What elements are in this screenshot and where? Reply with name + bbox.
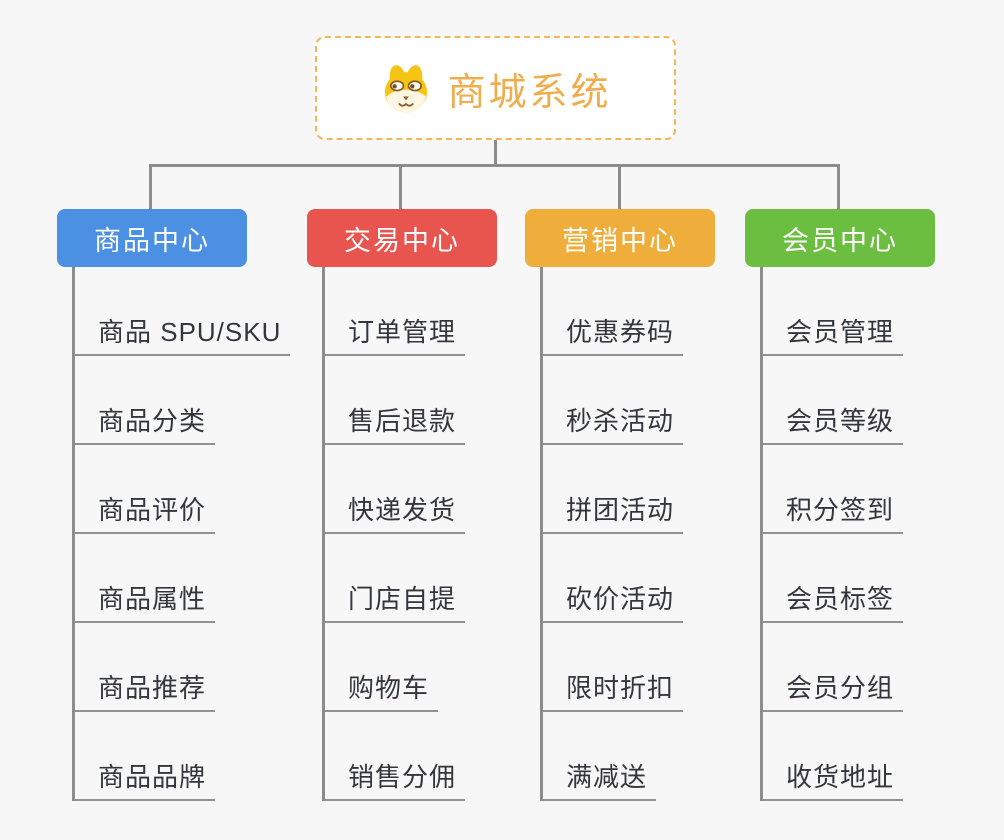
leaf-node-product-recommend[interactable]: 商品推荐 xyxy=(72,673,216,712)
branch-node-product-center[interactable]: 商品中心 xyxy=(57,209,247,267)
connector-drop-branch-2 xyxy=(399,164,402,209)
leaf-node-coupon-code[interactable]: 优惠券码 xyxy=(540,317,684,356)
branch-marketing-center: 营销中心 优惠券码 秒杀活动 拼团活动 砍价活动 限时折扣 满减送 xyxy=(525,209,715,801)
branch-label: 商品中心 xyxy=(94,225,210,256)
branch-label: 交易中心 xyxy=(344,225,460,256)
connector-root-vertical xyxy=(494,138,497,166)
leaf-node-flash-sale[interactable]: 秒杀活动 xyxy=(540,406,684,445)
branch-children: 优惠券码 秒杀活动 拼团活动 砍价活动 限时折扣 满减送 xyxy=(525,267,715,801)
leaf-node-member-tag[interactable]: 会员标签 xyxy=(760,584,904,623)
connector-drop-branch-1 xyxy=(149,164,152,209)
connector-horizontal-bus xyxy=(149,164,840,167)
leaf-node-member-level[interactable]: 会员等级 xyxy=(760,406,904,445)
leaf-node-shopping-cart[interactable]: 购物车 xyxy=(322,673,439,712)
branch-children: 商品 SPU/SKU 商品分类 商品评价 商品属性 商品推荐 商品品牌 xyxy=(57,267,291,801)
leaf-node-order-management[interactable]: 订单管理 xyxy=(322,317,466,356)
leaf-node-sales-commission[interactable]: 销售分佣 xyxy=(322,762,466,801)
branch-label: 营销中心 xyxy=(562,225,678,256)
leaf-node-points-checkin[interactable]: 积分签到 xyxy=(760,495,904,534)
branch-label: 会员中心 xyxy=(782,225,898,256)
leaf-node-express-shipping[interactable]: 快递发货 xyxy=(322,495,466,534)
leaf-node-group-buy[interactable]: 拼团活动 xyxy=(540,495,684,534)
branch-node-marketing-center[interactable]: 营销中心 xyxy=(525,209,715,267)
connector-branch-trunk xyxy=(72,267,75,801)
leaf-node-member-group[interactable]: 会员分组 xyxy=(760,673,904,712)
leaf-node-product-category[interactable]: 商品分类 xyxy=(72,406,216,445)
leaf-node-bargain-activity[interactable]: 砍价活动 xyxy=(540,584,684,623)
leaf-node-shipping-address[interactable]: 收货地址 xyxy=(760,762,904,801)
branch-product-center: 商品中心 商品 SPU/SKU 商品分类 商品评价 商品属性 商品推荐 商品品牌 xyxy=(57,209,291,801)
root-node[interactable]: 商城系统 xyxy=(315,36,676,140)
leaf-node-spend-discount[interactable]: 满减送 xyxy=(540,762,657,801)
connector-drop-branch-3 xyxy=(618,164,621,209)
leaf-node-product-spu-sku[interactable]: 商品 SPU/SKU xyxy=(72,317,291,356)
branch-children: 订单管理 售后退款 快递发货 门店自提 购物车 销售分佣 xyxy=(307,267,497,801)
connector-branch-trunk xyxy=(540,267,543,801)
leaf-node-limited-time-discount[interactable]: 限时折扣 xyxy=(540,673,684,712)
leaf-node-member-management[interactable]: 会员管理 xyxy=(760,317,904,356)
branch-trade-center: 交易中心 订单管理 售后退款 快递发货 门店自提 购物车 销售分佣 xyxy=(307,209,497,801)
connector-branch-trunk xyxy=(322,267,325,801)
leaf-node-product-review[interactable]: 商品评价 xyxy=(72,495,216,534)
leaf-node-product-brand[interactable]: 商品品牌 xyxy=(72,762,216,801)
dog-face-icon xyxy=(385,65,428,113)
connector-drop-branch-4 xyxy=(837,164,840,209)
branch-node-trade-center[interactable]: 交易中心 xyxy=(307,209,497,267)
branch-children: 会员管理 会员等级 积分签到 会员标签 会员分组 收货地址 xyxy=(745,267,935,801)
branch-member-center: 会员中心 会员管理 会员等级 积分签到 会员标签 会员分组 收货地址 xyxy=(745,209,935,801)
branch-node-member-center[interactable]: 会员中心 xyxy=(745,209,935,267)
connector-branch-trunk xyxy=(760,267,763,801)
leaf-node-after-sales-refund[interactable]: 售后退款 xyxy=(322,406,466,445)
root-node-title: 商城系统 xyxy=(447,71,612,114)
leaf-node-product-attribute[interactable]: 商品属性 xyxy=(72,584,216,623)
leaf-node-store-pickup[interactable]: 门店自提 xyxy=(322,584,466,623)
